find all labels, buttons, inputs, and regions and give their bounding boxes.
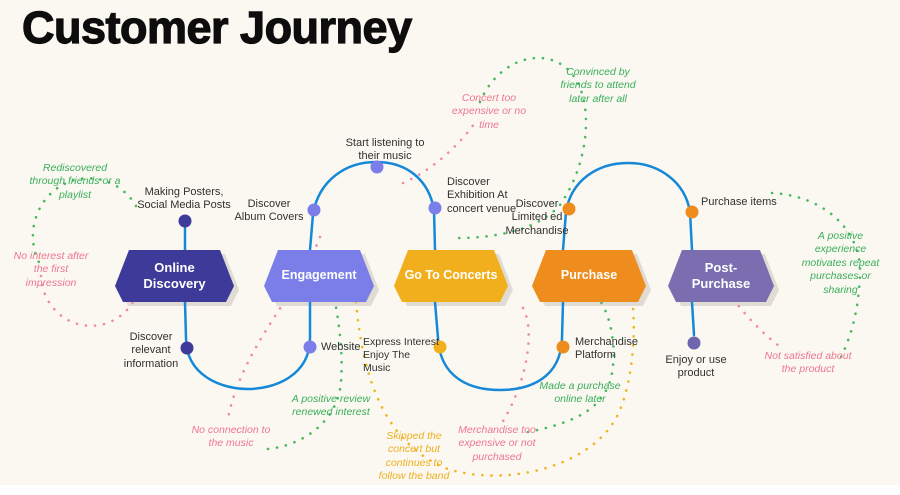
touchpoint-dot-discover-exhibition [428, 201, 442, 215]
loop-concert-expensive-curve [401, 118, 479, 185]
loop-positive-experience-curve [770, 191, 862, 363]
touchpoint-dot-start-listening [370, 160, 384, 174]
touchpoint-label-website: Website [321, 341, 361, 353]
note-no-interest: No interest after the first impression [13, 250, 89, 289]
note-rediscovered: Rediscovered through friends or a playli… [29, 162, 121, 201]
touchpoint-label-express-interest: Express Interest Enjoy The Music [363, 336, 439, 374]
loop-skipped-concert-curve [354, 300, 636, 477]
touchpoint-dot-discover-album-covers [307, 203, 321, 217]
stage-arrow-purchase [532, 250, 646, 302]
loop-convinced-friends-curve [456, 56, 588, 240]
touchpoint-dot-making-posters [178, 214, 192, 228]
note-not-satisfied: Not satisfied about the product [764, 350, 852, 376]
feedback-loops [31, 56, 862, 477]
touchpoint-dot-discover-relevant-info [180, 341, 194, 355]
touchpoint-label-limited-ed-merch: Discover Limited ed Merchandise [505, 198, 569, 237]
touchpoint-label-merchandise-platform: Merchandise Platform [575, 336, 638, 362]
bottom-margin [0, 485, 900, 495]
touchpoint-dot-limited-ed-merch [562, 202, 576, 216]
loop-not-satisfied-curve [731, 297, 784, 350]
note-no-connection: No connection to the music [191, 424, 271, 450]
stage-label-engagement: Engagement [281, 268, 357, 283]
touchpoint-dot-purchase-items [685, 205, 699, 219]
note-concert-expensive: Concert too expensive or no time [451, 92, 527, 131]
loop-purchase-later-curve [526, 300, 615, 434]
stage-label-online-discovery: Online Discovery [143, 259, 206, 291]
note-purchase-later: Made a purchase online later [539, 380, 621, 406]
touchpoint-label-enjoy-product: Enjoy or use product [665, 354, 727, 380]
loop-positive-review-curve [266, 300, 343, 451]
touchpoint-dot-website [303, 340, 317, 354]
note-convinced-friends: Convinced by friends to attend later aft… [560, 66, 636, 105]
touchpoint-dot-express-interest [433, 340, 447, 354]
stage-arrow-online-discovery [115, 250, 234, 302]
stage-label-purchase: Purchase [560, 268, 618, 283]
note-skipped-concert: Skipped the concert but continues to fol… [378, 430, 450, 483]
touchpoint-dot-merchandise-platform [556, 340, 570, 354]
touchpoint-label-start-listening: Start listening to their music [345, 137, 425, 163]
touchpoint-dots [178, 160, 701, 355]
stage-arrow-post-purchase [668, 250, 774, 302]
touchpoint-dot-enjoy-product [687, 336, 701, 350]
stage-label-post-purchase: Post-Purchase [691, 259, 751, 291]
touchpoint-label-discover-album-covers: Discover Album Covers [234, 198, 304, 224]
loop-merch-expensive-curve [498, 306, 530, 428]
note-positive-experience: A positive experience motivates repeat p… [801, 230, 880, 296]
touchpoint-label-purchase-items: Purchase items [701, 196, 777, 208]
loop-no-interest-curve [39, 274, 135, 328]
stage-arrow-go-to-concerts [394, 250, 508, 302]
page-title: Customer Journey [21, 1, 412, 53]
stage-arrow-engagement [264, 250, 374, 302]
note-merch-expensive: Merchandise too expensive or not purchas… [458, 424, 536, 463]
touchpoint-label-discover-exhibition: Discover Exhibition At concert venue [447, 176, 517, 215]
touchpoint-label-discover-relevant-info: Discover relevant information [123, 331, 179, 370]
note-positive-review: A positive review renewed interest [291, 393, 371, 419]
touchpoint-label-making-posters: Making Posters, Social Media Posts [137, 186, 231, 212]
stage-label-go-to-concerts: Go To Concerts [404, 268, 498, 283]
